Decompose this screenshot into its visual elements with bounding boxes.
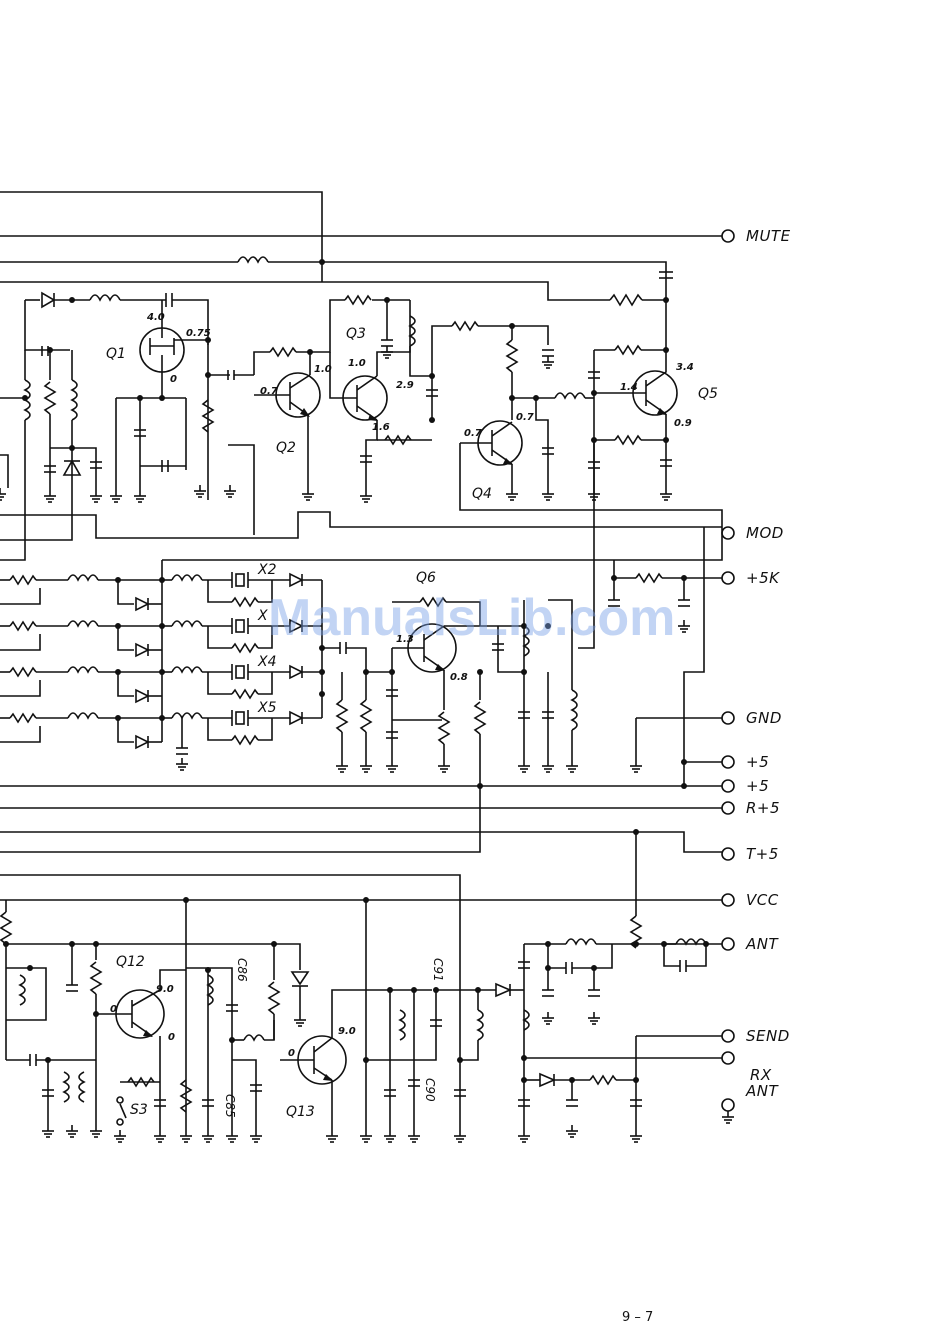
label-gnd: GND — [746, 709, 782, 727]
label-5a: +5 — [746, 753, 769, 771]
label-x4: X4 — [257, 654, 277, 670]
label-q12: Q12 — [116, 954, 145, 970]
terminal-circles — [722, 230, 734, 1064]
voltage-q4-b: 0.7 — [464, 428, 482, 439]
voltage-q2-b: 0.7 — [260, 386, 278, 397]
label-x2: X2 — [257, 562, 277, 578]
voltage-q13-b: 0 — [288, 1048, 295, 1059]
label-x3: X — [257, 608, 268, 624]
q1-stage — [25, 293, 254, 535]
terminal-vcc-pin — [722, 894, 734, 906]
terminal-mute-pin — [722, 230, 734, 242]
voltage-q6-e: 0.8 — [450, 672, 468, 683]
voltage-q6-b: 1.3 — [396, 634, 414, 645]
label-q2: Q2 — [276, 440, 296, 456]
label-q6: Q6 — [416, 570, 436, 586]
voltage-q3-c: 1.0 — [348, 358, 366, 369]
page-number: 9 – 7 — [622, 1310, 653, 1325]
antenna-network — [518, 900, 734, 1142]
label-q13: Q13 — [286, 1104, 315, 1120]
terminal-r5-pin — [722, 802, 734, 814]
label-c91: C91 — [431, 958, 445, 982]
voltage-labels: 4.0 0.75 0 0.7 1.0 1.0 2.9 1.6 0.7 0.7 3… — [110, 312, 694, 1059]
terminal-mod-pin — [722, 527, 734, 539]
label-send: SEND — [746, 1027, 790, 1045]
q5-stage — [588, 300, 677, 500]
label-5k: +5K — [746, 569, 780, 587]
component-labels: X2 X X4 X5 S3 C85 C86 C90 C91 — [130, 562, 445, 1118]
q13-stage — [280, 900, 524, 1142]
label-c85: C85 — [223, 1094, 237, 1118]
label-t5: T+5 — [746, 845, 779, 863]
q6-stage — [0, 440, 722, 852]
label-x5: X5 — [257, 700, 277, 716]
terminal-send-pin — [722, 1030, 734, 1042]
label-q5: Q5 — [698, 386, 718, 402]
voltage-q5-e: 0.9 — [674, 418, 692, 429]
voltage-q1-d: 4.0 — [146, 312, 165, 323]
label-q1: Q1 — [106, 346, 126, 362]
top-bus-wires — [0, 192, 722, 305]
voltage-q1-s: 0.75 — [186, 328, 211, 339]
q12-stage — [1, 900, 308, 1142]
terminal-5a-pin — [722, 756, 734, 768]
voltage-q5-b: 1.4 — [620, 382, 638, 393]
transistor-labels: Q1 Q2 Q3 Q4 Q5 Q6 Q12 Q13 — [106, 326, 718, 1120]
terminal-rx-pin — [722, 1052, 734, 1064]
label-rx-ant: ANT — [745, 1082, 779, 1100]
terminal-t5-pin — [722, 848, 734, 860]
voltage-q12-b: 0 — [110, 1004, 117, 1015]
label-mute: MUTE — [746, 227, 791, 245]
terminal-5k-pin — [722, 572, 734, 584]
voltage-q3-e: 1.6 — [372, 422, 390, 433]
label-q4: Q4 — [472, 486, 492, 502]
power-bus — [0, 527, 722, 1080]
voltage-q12-c: 9.0 — [156, 984, 174, 995]
junction-dots — [3, 259, 709, 1083]
label-c90: C90 — [423, 1078, 437, 1102]
voltage-q2-c: 1.0 — [314, 364, 332, 375]
voltage-q4-c: 0.7 — [516, 412, 534, 423]
terminal-gnd-pin — [722, 712, 734, 724]
label-mod: MOD — [746, 524, 784, 542]
terminal-5b-pin — [722, 780, 734, 792]
voltage-q5-c: 3.4 — [676, 362, 694, 373]
label-vcc: VCC — [746, 891, 779, 909]
voltage-q12-e: 0 — [168, 1032, 175, 1043]
label-ant: ANT — [745, 935, 779, 953]
label-c86: C86 — [235, 958, 249, 982]
label-5b: +5 — [746, 777, 769, 795]
voltage-q1-g: 0 — [170, 374, 177, 385]
q4-stage — [460, 326, 722, 535]
label-s3: S3 — [130, 1102, 148, 1118]
voltage-q13-c: 9.0 — [338, 1026, 356, 1037]
terminal-ant-pin — [722, 938, 734, 950]
voltage-q3-b: 2.9 — [396, 380, 414, 391]
terminal-labels: MUTE MOD +5K GND +5 +5 R+5 T+5 VCC ANT S… — [745, 227, 791, 1100]
label-r5: R+5 — [746, 799, 780, 817]
left-input-network — [0, 350, 722, 560]
label-q3: Q3 — [346, 326, 366, 342]
